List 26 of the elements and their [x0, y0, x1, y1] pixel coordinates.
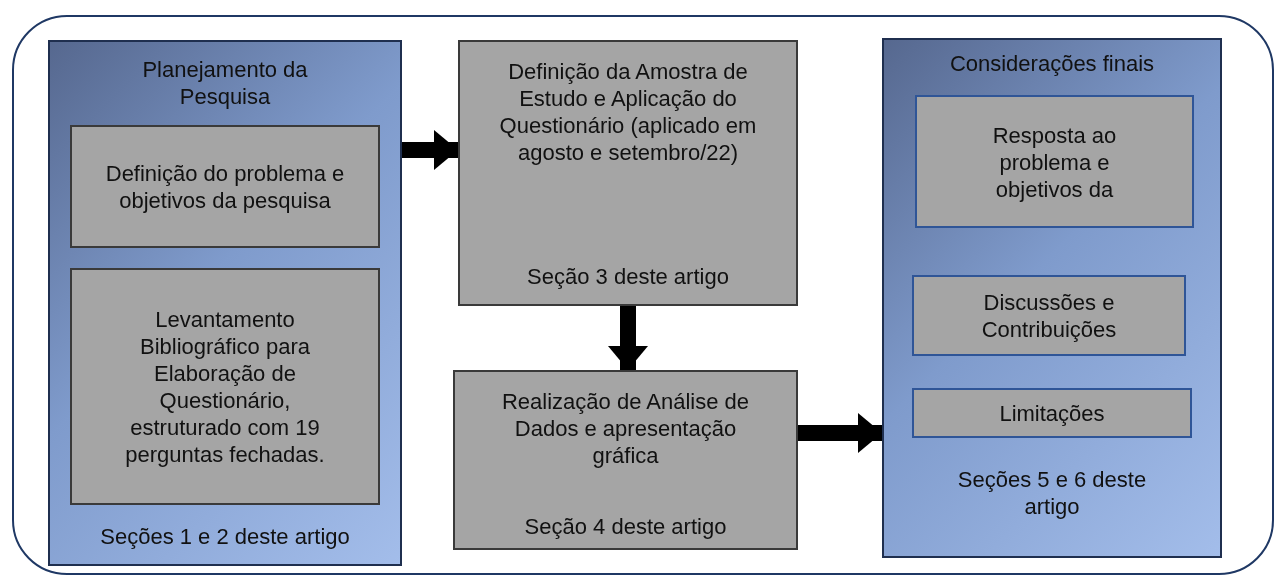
step-text: Discussões e Contribuições	[980, 288, 1118, 343]
section-reference: Seção 4 deste artigo	[523, 513, 728, 540]
section-reference: Seção 3 deste artigo	[526, 263, 730, 290]
block-arrow	[608, 306, 648, 370]
process-box	[70, 125, 380, 248]
process-box	[453, 370, 798, 550]
step-text: Resposta ao problema e objetivos da	[991, 121, 1118, 202]
section-reference: Seções 1 e 2 deste artigo	[99, 523, 351, 550]
stage-title: Planejamento da Pesquisa	[141, 56, 309, 110]
stage-title: Realização de Análise de Dados e apresentação gráfica	[500, 388, 751, 469]
process-box	[915, 95, 1194, 228]
process-box	[912, 388, 1192, 438]
step-text: Limitações	[998, 399, 1106, 427]
process-box	[912, 275, 1186, 356]
stage-panel	[882, 38, 1222, 558]
block-arrow	[402, 130, 458, 170]
step-text: Definição do problema e objetivos da pesquisa	[104, 159, 346, 214]
block-arrow	[798, 413, 882, 453]
frame-background	[12, 15, 1274, 575]
stage-title: Considerações finais	[948, 50, 1156, 77]
step-text: Levantamento Bibliográfico para Elaboração de Questionário, estruturado com 19 perguntas fechadas.	[124, 305, 326, 468]
process-box	[458, 40, 798, 306]
stage-title: Definição da Amostra de Estudo e Aplicação do Questionário (aplicado em agosto e setembro/22)	[498, 58, 758, 166]
process-box	[70, 268, 380, 505]
stage-panel	[48, 40, 402, 566]
section-reference: Seções 5 e 6 deste artigo	[956, 466, 1148, 520]
